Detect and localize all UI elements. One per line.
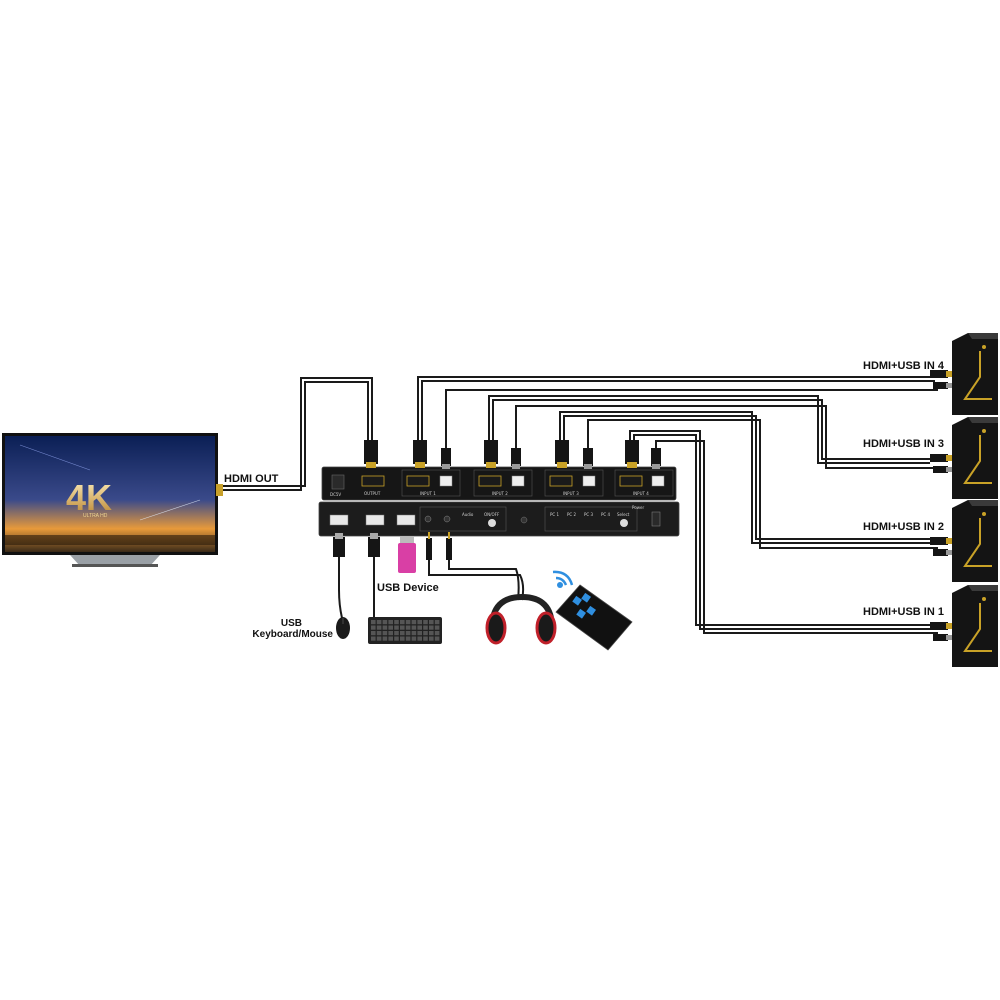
svg-text:INPUT 1: INPUT 1 xyxy=(420,491,436,496)
television: 4K ULTRA HD xyxy=(2,433,223,567)
usb-b-plugs xyxy=(441,448,661,469)
hdmi-output-cable xyxy=(222,377,373,491)
input-1-label: HDMI+USB IN 1 xyxy=(863,606,944,618)
select-button xyxy=(620,519,628,527)
pc-tower-3 xyxy=(930,417,998,499)
kvm-switch: DC5V OUTPUT INPUT 1 INPUT 2 INPUT 3 IN xyxy=(318,466,680,537)
hdmi-plugs xyxy=(364,440,639,468)
wireless-signal-icon xyxy=(552,570,574,588)
front-label-power: Power xyxy=(632,505,644,510)
hdmi-cable-in3 xyxy=(488,395,930,464)
usb-port-keyboard xyxy=(365,514,385,526)
pc-tower-4 xyxy=(930,333,998,415)
audio-toggle-button xyxy=(488,519,496,527)
hdmi-output-port xyxy=(361,475,385,487)
back-port-label-output: OUTPUT xyxy=(364,491,381,496)
headphones-icon xyxy=(485,593,557,645)
tv-4k-badge: 4K xyxy=(66,477,112,518)
input-port-group-1: INPUT 1 xyxy=(401,469,461,497)
usb-device-label: USB Device xyxy=(377,582,439,594)
input-3-label: HDMI+USB IN 3 xyxy=(863,438,944,450)
computers xyxy=(930,333,998,667)
pc-tower-1 xyxy=(930,585,998,667)
usb-port-device xyxy=(396,514,416,526)
usb-flash-drive xyxy=(398,537,416,573)
front-label-audio: Audio xyxy=(462,512,474,517)
switch-front-panel xyxy=(318,501,680,537)
audio-plugs xyxy=(426,532,452,560)
svg-text:INPUT 4: INPUT 4 xyxy=(633,491,649,496)
mic-jack xyxy=(443,515,451,523)
front-label-pc1: PC 1 xyxy=(550,512,559,517)
usb-kbm-label-line2: Keyboard/Mouse xyxy=(252,629,333,640)
svg-text:INPUT 2: INPUT 2 xyxy=(492,491,508,496)
input-port-group-3: INPUT 3 xyxy=(544,469,604,497)
front-label-select: Select xyxy=(617,512,630,517)
headphone-jack xyxy=(424,515,432,523)
input-port-group-4: INPUT 4 xyxy=(614,469,674,497)
audio-cable xyxy=(428,560,525,601)
pc-tower-2 xyxy=(930,500,998,582)
keyboard-icon xyxy=(368,617,442,644)
input-4-label: HDMI+USB IN 4 xyxy=(863,360,945,372)
remote-control xyxy=(555,584,633,651)
usb-mouse-cable xyxy=(338,555,343,619)
back-port-label-dc: DC5V xyxy=(330,492,341,497)
dc-power-jack xyxy=(331,474,345,490)
input-2-label: HDMI+USB IN 2 xyxy=(863,521,944,533)
tv-hdmi-plug xyxy=(216,484,223,496)
tv-badge-subtitle: ULTRA HD xyxy=(83,513,108,519)
usb-kbm-label-line1: USB xyxy=(281,618,302,629)
usb-port-mouse xyxy=(329,514,349,526)
front-label-pc2: PC 2 xyxy=(567,512,576,517)
ir-receiver xyxy=(520,516,528,524)
svg-text:INPUT 3: INPUT 3 xyxy=(563,491,579,496)
power-switch xyxy=(651,511,661,527)
input-port-group-2: INPUT 2 xyxy=(473,469,533,497)
mouse-icon xyxy=(336,617,350,639)
front-label-pc4: PC 4 xyxy=(601,512,610,517)
hdmi-cable-in2 xyxy=(559,411,930,544)
usb-a-plugs xyxy=(333,533,380,557)
front-label-pc3: PC 3 xyxy=(584,512,593,517)
front-label-onoff: ON/OFF xyxy=(484,512,500,517)
hdmi-out-label: HDMI OUT xyxy=(224,473,279,485)
